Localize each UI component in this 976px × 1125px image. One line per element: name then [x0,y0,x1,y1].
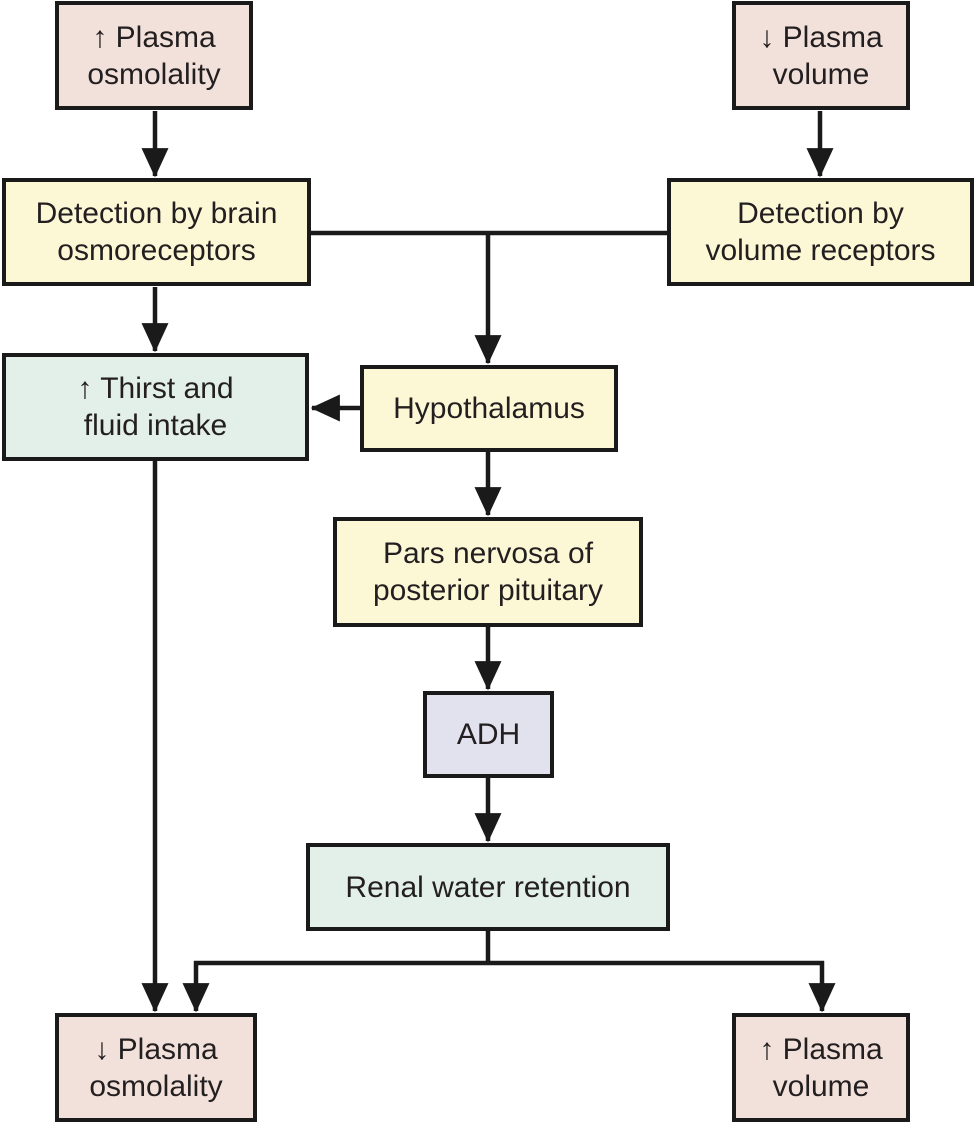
box-plasma-volume-up: ↑ Plasma volume [732,1013,910,1122]
box-label-line: osmolality [87,57,221,91]
box-label-line: ADH [456,718,521,751]
box-detection-brain-osmoreceptors: Detection by brain osmoreceptors [2,178,311,286]
box-label-line: Detection by [737,197,904,230]
box-pars-nervosa-posterior-pituitary: Pars nervosa of posterior pituitary [333,517,643,627]
box-label-line: ↑ Plasma [92,20,216,54]
box-label-line: volume receptors [705,234,936,267]
box-label-line: posterior pituitary [372,574,604,607]
box-renal-water-retention: Renal water retention [306,843,670,931]
box-label-line: Renal water retention [345,870,631,904]
box-plasma-volume-down: ↓ Plasma volume [732,1,910,110]
box-label-line: ↑ Plasma [759,1032,883,1066]
box-label-line: ↓ Plasma [759,20,883,54]
box-label-line: osmolality [89,1069,223,1103]
box-plasma-osmolality-down: ↓ Plasma osmolality [55,1013,257,1122]
box-hypothalamus: Hypothalamus [360,365,618,452]
box-detection-volume-receptors: Detection by volume receptors [667,178,974,286]
box-label-line: volume [772,1069,870,1103]
box-label-line: volume [772,57,870,91]
box-plasma-osmolality-up: ↑ Plasma osmolality [55,1,253,110]
box-label-line: fluid intake [83,409,228,442]
box-label-line: Hypothalamus [393,392,585,425]
box-label-line: ↓ Plasma [94,1032,218,1066]
box-label-line: ↑ Thirst and [77,372,234,405]
box-label-line: osmoreceptors [57,234,256,267]
box-thirst-and-fluid-intake: ↑ Thirst and fluid intake [2,353,309,461]
box-adh: ADH [423,691,554,778]
box-label-line: Detection by brain [35,197,278,230]
box-label-line: Pars nervosa of [382,537,594,570]
